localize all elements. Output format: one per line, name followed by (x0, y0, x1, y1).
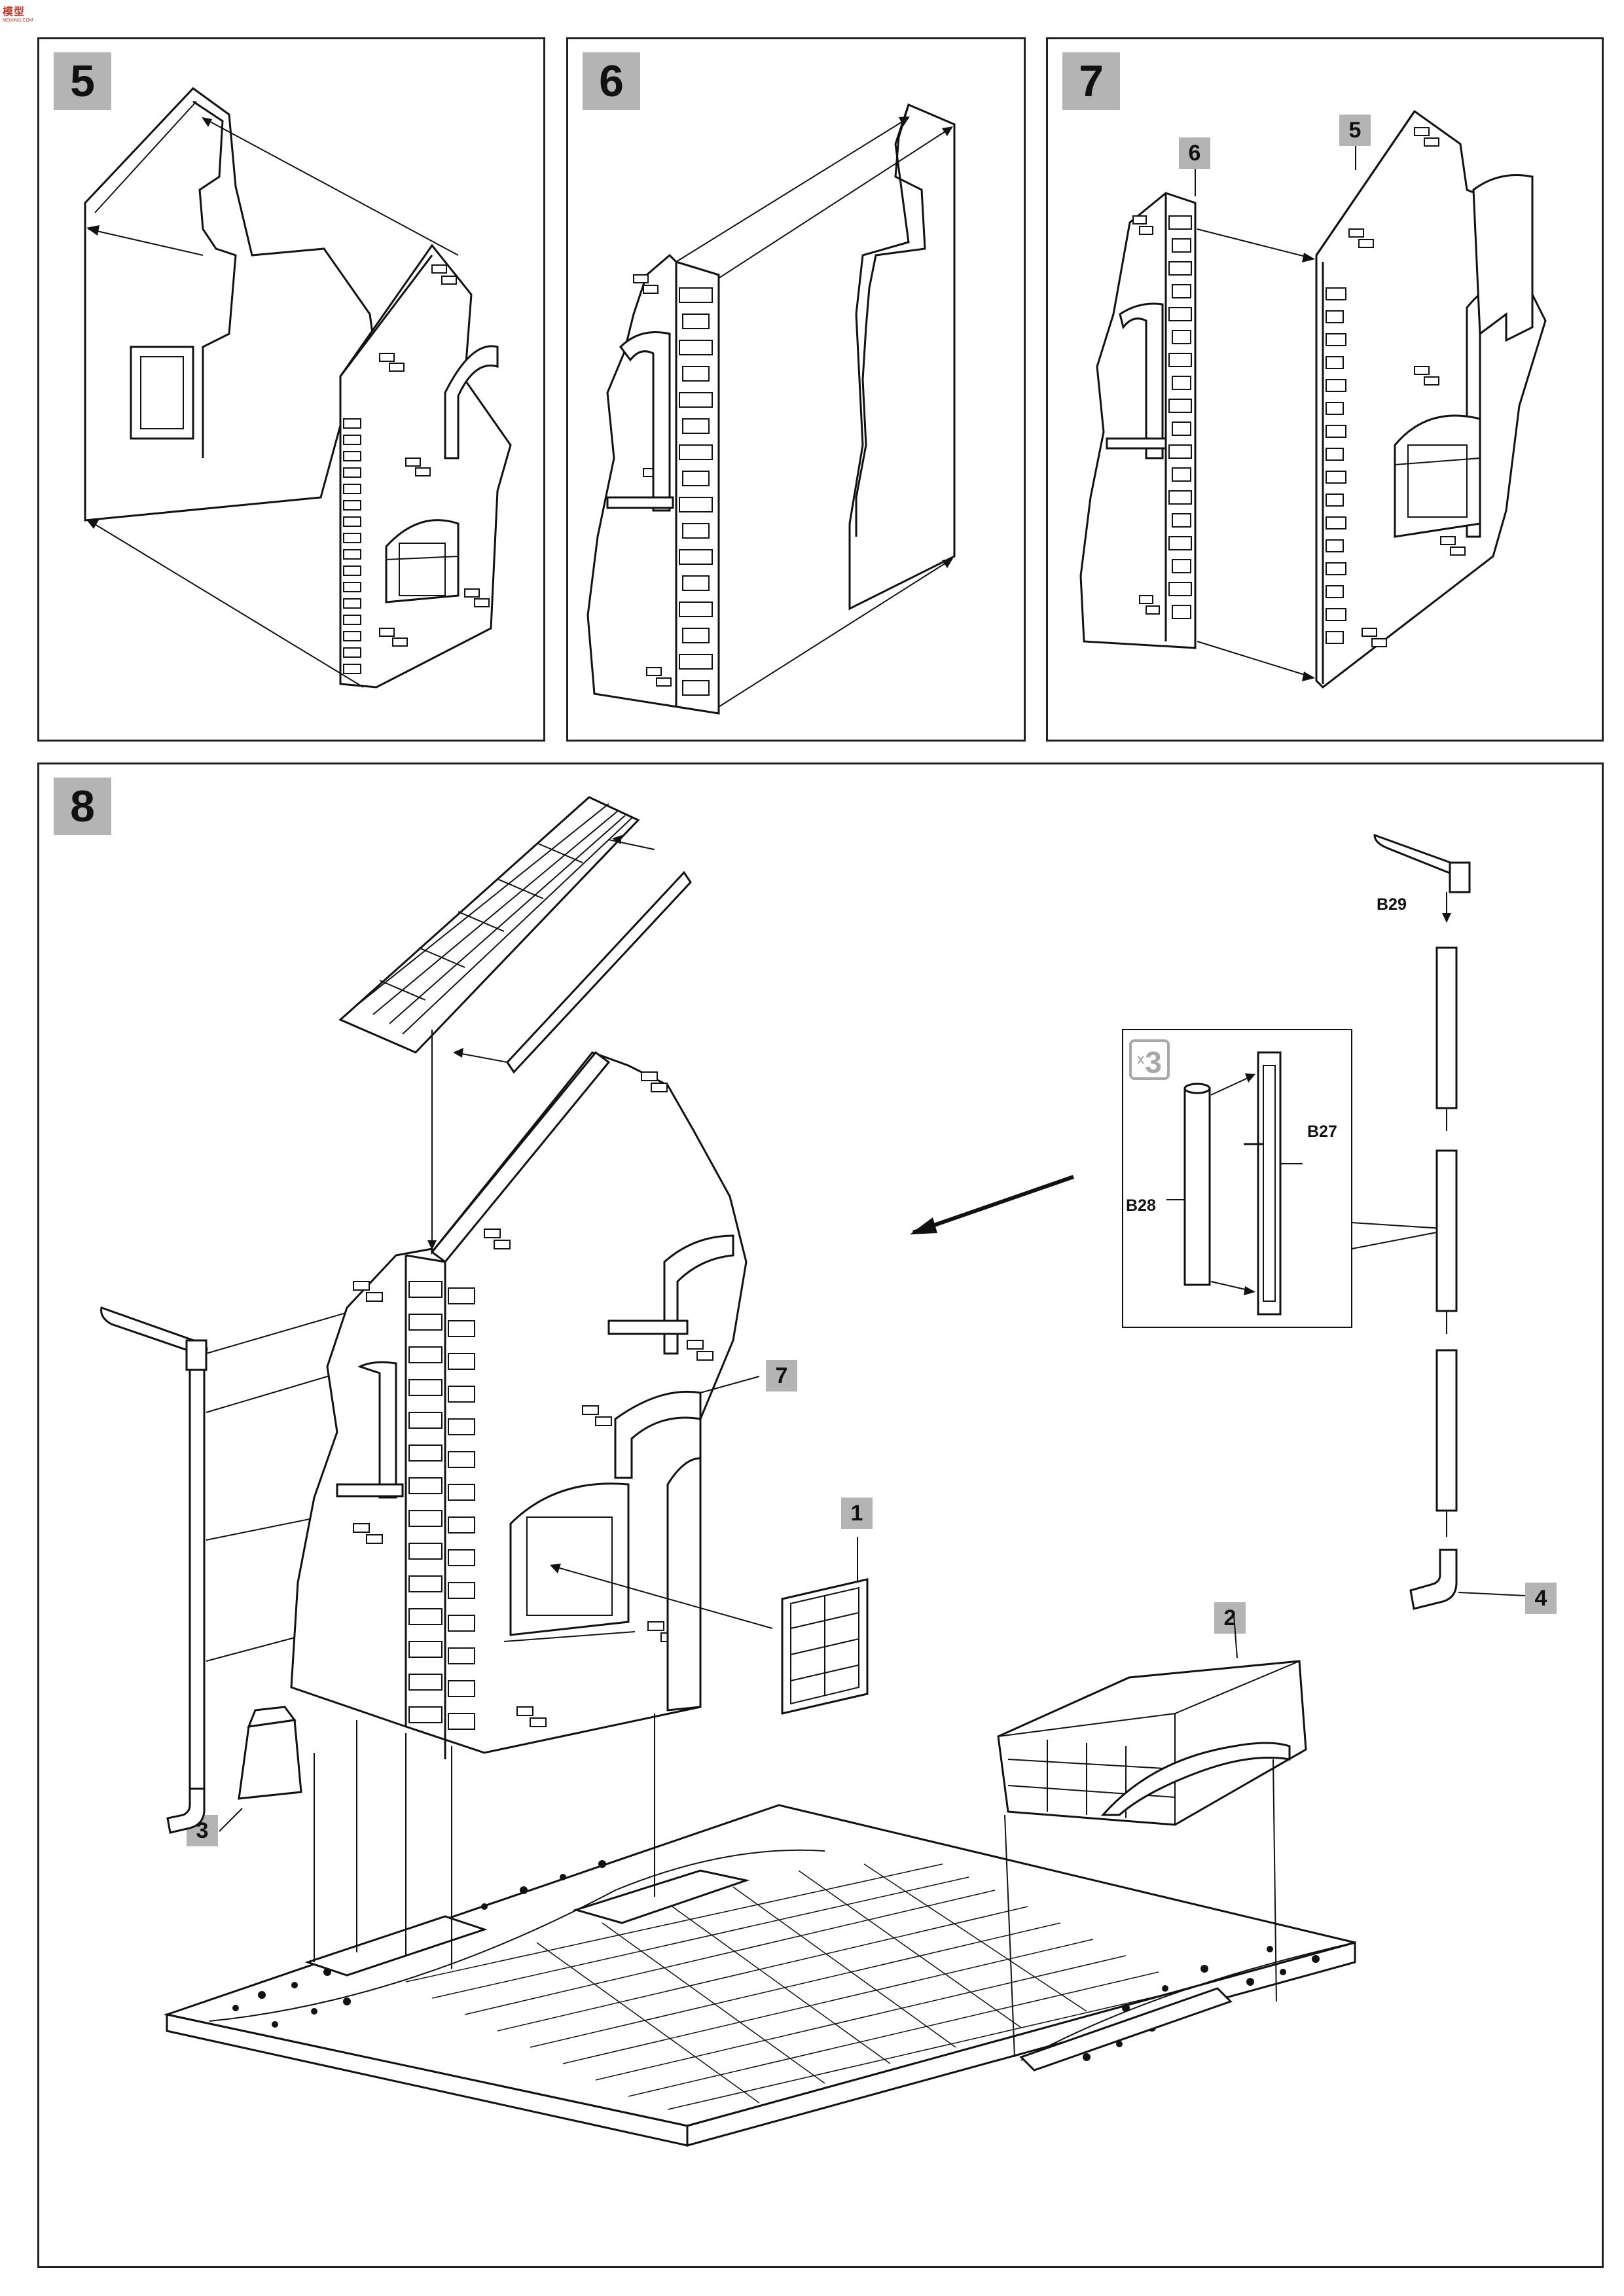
callout-part-7: 7 (766, 1360, 797, 1391)
quantity-multiplier: x (1137, 1052, 1145, 1067)
detail-inset-frame (1122, 1029, 1352, 1328)
step-7-illustration (1079, 109, 1547, 689)
right-downpipe (1373, 833, 1526, 1610)
step-5-illustration (84, 87, 512, 689)
step-number: 8 (54, 778, 111, 835)
step-number: 5 (54, 52, 111, 110)
logo-text: 模型 (3, 7, 26, 18)
callout-part-6: 6 (1179, 137, 1210, 169)
step-5-panel: 5 (37, 37, 545, 742)
publisher-logo: 模型 MOXING.COM (3, 3, 48, 23)
step-6-illustration (586, 103, 956, 715)
brick-texture (1326, 127, 1466, 647)
callout-part-5: 5 (1339, 115, 1371, 146)
quantity-count: 3 (1145, 1045, 1162, 1079)
callout-part-2: 2 (1214, 1602, 1246, 1634)
step-number: 6 (583, 52, 640, 110)
step-7-panel: 7 6 5 (1046, 37, 1604, 742)
cobblestone-pattern (405, 1863, 1192, 2110)
brick-texture (1132, 215, 1192, 619)
window-part-1 (550, 1537, 869, 1715)
step-number: 7 (1062, 52, 1120, 110)
callout-part-1: 1 (841, 1498, 873, 1529)
quantity-badge: x3 (1129, 1039, 1170, 1080)
house-wall-assembly (290, 1050, 760, 1759)
step-8-panel: 8 7 1 2 3 4 B29 B27 B28 x3 (37, 762, 1604, 2268)
roof-tiles (338, 796, 692, 1074)
step-6-panel: 6 (566, 37, 1026, 742)
step-8-illustration (100, 796, 1526, 2147)
post-part-3 (219, 1706, 302, 1832)
callout-part-4: 4 (1525, 1583, 1557, 1614)
part-label-b27: B27 (1307, 1122, 1337, 1141)
diorama-base (163, 1804, 1356, 2147)
arch-wall-part-2 (997, 1615, 1307, 1826)
logo-subtext: MOXING.COM (3, 18, 33, 23)
part-label-b28: B28 (1126, 1196, 1156, 1215)
brick-texture (343, 264, 490, 674)
brick-texture (633, 274, 713, 696)
part-label-b29: B29 (1377, 895, 1407, 914)
left-downpipe (100, 1299, 419, 1834)
